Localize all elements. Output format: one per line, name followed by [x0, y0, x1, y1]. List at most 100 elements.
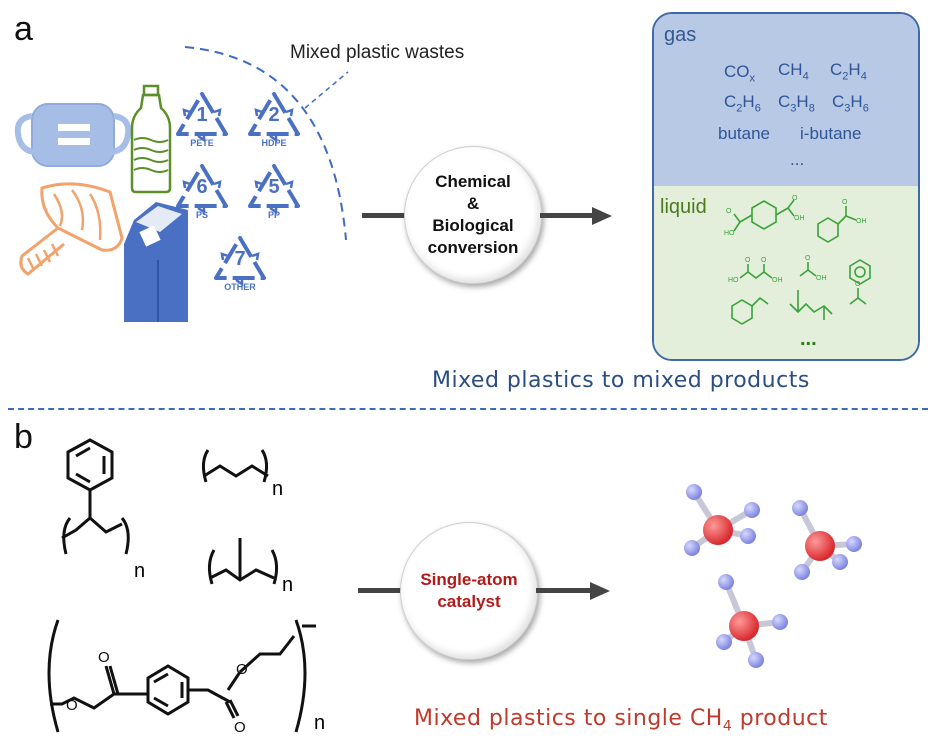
gas-i-butane: i-butane	[800, 124, 862, 143]
gas-ellipsis: ...	[790, 150, 805, 169]
svg-text:O: O	[842, 199, 848, 206]
formula-sub: x	[749, 72, 756, 85]
svg-text:OH: OH	[772, 277, 783, 284]
formula-sub: 2	[736, 102, 743, 115]
formula-sub: 3	[790, 102, 797, 115]
caption-b-sub: 4	[722, 718, 733, 735]
recycle-code-5: 5 PP	[246, 162, 302, 226]
recycle-code-label: PP	[267, 210, 280, 220]
gas-formula-c3h6: C3H6	[832, 92, 869, 114]
formula-part: CH	[778, 60, 803, 79]
svg-text:OH: OH	[856, 218, 867, 225]
svg-text:O: O	[236, 661, 248, 678]
recycle-code-label: OTHER	[224, 282, 256, 292]
formula-part: C	[724, 92, 737, 111]
recycle-code-2: 2 HDPE	[246, 90, 302, 154]
panel-divider	[8, 408, 928, 410]
svg-text:O: O	[234, 719, 246, 736]
recycle-code-label: PETE	[190, 138, 214, 148]
recycle-code-number: 1	[196, 104, 208, 126]
liquid-ellipsis: ...	[800, 328, 817, 350]
svg-text:O: O	[66, 697, 78, 714]
process-arrow-b-shaft	[536, 588, 594, 593]
process-arrow-a-tail	[362, 213, 410, 218]
formula-sub: 4	[802, 70, 809, 83]
conversion-text: Chemical & Biological conversion	[427, 172, 519, 257]
recycle-code-number: 2	[268, 104, 280, 126]
recycle-code-number: 5	[268, 176, 280, 198]
formula-sub: 2	[842, 70, 849, 83]
pe-subscript-n: n	[272, 478, 284, 500]
recycle-code-7: 7 OTHER	[212, 234, 268, 298]
formula-part: H	[796, 92, 809, 111]
svg-text:O: O	[726, 208, 732, 215]
svg-text:HO: HO	[728, 277, 739, 284]
recycle-code-number: 6	[196, 176, 208, 198]
formula-part: CO	[724, 62, 750, 81]
svg-text:O: O	[805, 255, 811, 262]
recycle-code-1: 1 PETE	[174, 90, 230, 154]
caption-b-prefix: Mixed plastics to single CH	[414, 706, 723, 731]
gas-formula-cox: COx	[724, 62, 755, 84]
panel-b-label: b	[14, 418, 33, 456]
recycle-triangle-icon	[248, 92, 300, 143]
pet-structure: O O O O	[47, 619, 316, 736]
polypropylene-structure	[207, 538, 279, 585]
liquid-label: liquid	[660, 196, 707, 218]
process-arrow-a-shaft	[540, 213, 595, 218]
svg-text:O: O	[98, 649, 110, 666]
svg-text:O: O	[855, 281, 861, 288]
recycle-code-label: HDPE	[261, 138, 287, 148]
process-arrow-a-head	[592, 207, 612, 225]
formula-sub: 6	[754, 102, 761, 115]
svg-text:OH: OH	[794, 215, 805, 222]
gas-label: gas	[664, 24, 697, 46]
polyethylene-structure	[201, 449, 269, 483]
gas-formula-c2h6: C2H6	[724, 92, 761, 114]
recycle-triangle-icon	[176, 92, 228, 143]
panel-a-label: a	[14, 10, 33, 48]
svg-text:O: O	[761, 257, 767, 264]
svg-text:O: O	[792, 195, 798, 202]
plastic-bottle-icon	[130, 84, 172, 194]
face-mask-icon	[14, 103, 132, 167]
process-arrow-b-head	[590, 582, 610, 600]
gas-formula-c3h8: C3H8	[778, 92, 815, 114]
recycle-triangle-icon	[248, 164, 300, 215]
ps-subscript-n: n	[134, 560, 146, 582]
formula-sub: 3	[844, 102, 851, 115]
polystyrene-structure	[61, 438, 130, 555]
methane-molecules	[684, 484, 862, 668]
gas-formula-c2h4: C2H4	[830, 60, 867, 82]
caption-b-suffix: product	[732, 706, 828, 731]
pet-subscript-n: n	[314, 712, 326, 734]
formula-sub: 4	[860, 70, 867, 83]
plastic-bag-icon	[19, 182, 124, 276]
formula-sub: 8	[808, 102, 815, 115]
formula-part: C	[832, 92, 845, 111]
gas-formula-ch4: CH4	[778, 60, 809, 82]
recycle-code-number: 7	[234, 248, 246, 270]
formula-part: H	[742, 92, 755, 111]
formula-part: H	[850, 92, 863, 111]
formula-part: C	[830, 60, 843, 79]
svg-text:HO: HO	[724, 230, 735, 237]
catalyst-text: Single-atom catalyst	[420, 570, 518, 611]
svg-text:OH: OH	[816, 275, 827, 282]
formula-part: H	[848, 60, 861, 79]
process-arrow-b-tail	[358, 588, 406, 593]
milk-carton-icon	[124, 202, 188, 322]
recycle-code-6: 6 PS	[174, 162, 230, 226]
svg-text:O: O	[745, 257, 751, 264]
mixed-plastic-wastes-label: Mixed plastic wastes	[290, 42, 465, 63]
caption-a: Mixed plastics to mixed products	[432, 368, 810, 393]
formula-part: C	[778, 92, 791, 111]
recycle-triangle-icon	[176, 164, 228, 215]
mixed-products-box: gas COx CH4 C2H4 C2H6 C3H8 C3H6 butane i…	[652, 12, 920, 361]
recycle-code-label: PS	[195, 210, 208, 220]
gas-section: gas COx CH4 C2H4 C2H6 C3H8 C3H6 butane i…	[654, 14, 918, 186]
waste-dashed-arc	[184, 46, 349, 241]
formula-sub: 6	[862, 102, 869, 115]
gas-butane: butane	[718, 124, 770, 143]
